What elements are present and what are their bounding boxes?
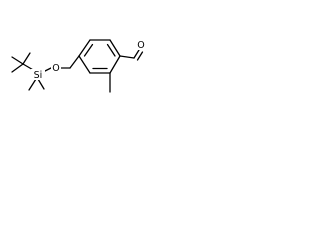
ring-bond-6: [78, 55, 91, 74]
ring-double-bond-inner-1: [83, 43, 94, 57]
atom-si: Si: [31, 69, 45, 81]
bond-tbu-methyl-top-right: [22, 52, 31, 65]
bond-ring-cho: [119, 55, 135, 59]
aldehyde-group: [119, 49, 144, 61]
bond-si-methyl-left: [28, 78, 37, 91]
atom-o-ether: O: [51, 62, 61, 74]
bond-tbu-methyl-top-left: [11, 56, 24, 65]
bond-tbu-methyl-left: [11, 63, 24, 73]
bond-c-o-double-b: [136, 51, 144, 61]
atom-o-aldehyde: O: [136, 39, 146, 51]
bond-c-o-double-a: [133, 49, 140, 59]
bond-ch2-ring: [69, 55, 80, 69]
ring-bond-1: [78, 39, 91, 57]
atom-o-ether-label: O: [52, 63, 59, 74]
ring-double-bond-inner-2: [106, 43, 116, 57]
ring-bond-4: [109, 55, 121, 74]
chemical-structure-diagram: Si O O: [11, 39, 146, 93]
atom-si-label: Si: [34, 70, 43, 81]
atom-o-aldehyde-label: O: [137, 40, 144, 51]
benzene-ring: [78, 39, 121, 74]
bond-si-methyl-down: [37, 78, 45, 90]
ring-bond-3: [109, 39, 121, 57]
